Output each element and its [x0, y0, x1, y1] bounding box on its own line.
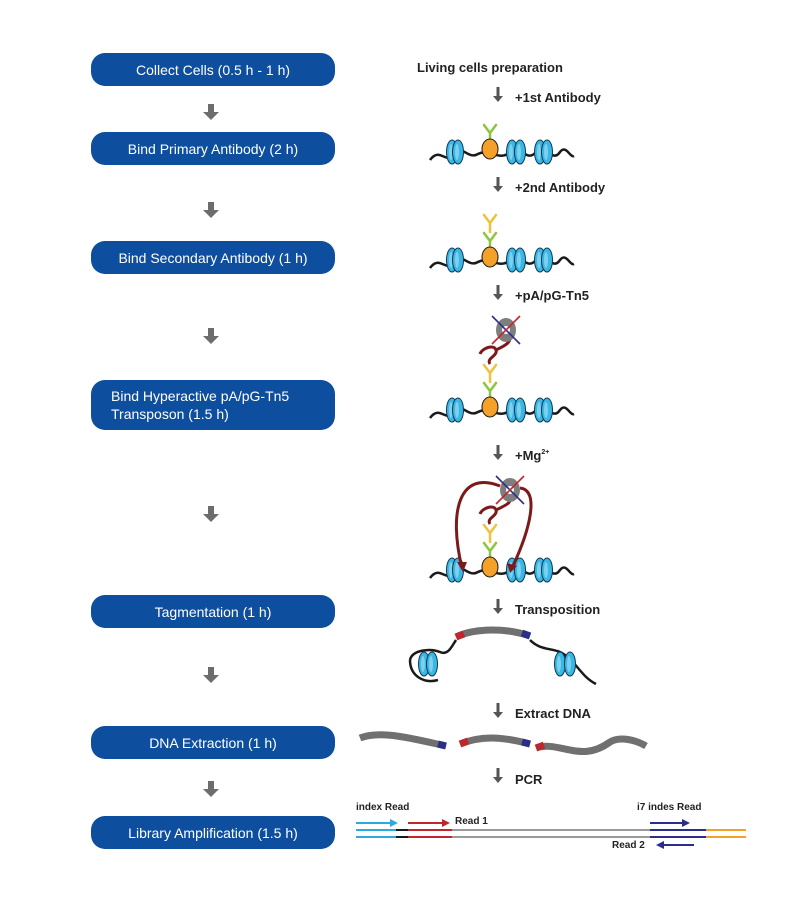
flow-arrow-icon	[203, 667, 219, 683]
flow-arrow-icon	[203, 328, 219, 344]
step-arrow-icon	[493, 87, 503, 102]
step-bind-secondary-antibody: Bind Secondary Antibody (1 h)	[91, 241, 335, 274]
extracted-dna	[358, 731, 648, 755]
step-tagmentation: Tagmentation (1 h)	[91, 595, 335, 628]
step-label: Bind Secondary Antibody (1 h)	[118, 249, 308, 266]
label-extract-dna: Extract DNA	[515, 706, 591, 721]
chromatin-tn5-bound	[428, 315, 576, 423]
step-label-line2: Transposon (1.5 h)	[111, 406, 229, 422]
flow-arrow-icon	[203, 202, 219, 218]
label-pcr: PCR	[515, 772, 543, 787]
label-second-antibody: +2nd Antibody	[515, 180, 606, 195]
step-arrow-icon	[493, 285, 503, 300]
step-label: Bind Primary Antibody (2 h)	[127, 140, 299, 157]
flow-arrow-icon	[203, 506, 219, 522]
step-dna-extraction: DNA Extraction (1 h)	[91, 726, 335, 759]
step-arrow-icon	[493, 177, 503, 192]
label-read2: Read 2	[612, 840, 645, 851]
step-label: Tagmentation (1 h)	[154, 603, 272, 620]
step-library-amplification: Library Amplification (1.5 h)	[91, 816, 335, 849]
label-index-read: index Read	[356, 802, 409, 813]
tagmented-dna	[408, 626, 597, 686]
step-arrow-icon	[493, 703, 503, 718]
chromatin-secondary-antibody	[428, 213, 576, 273]
flow-arrow-icon	[203, 781, 219, 797]
step-bind-tn5-transposon: Bind Hyperactive pA/pG-Tn5 Transposon (1…	[91, 380, 335, 430]
label-transposition: Transposition	[515, 602, 600, 617]
label-first-antibody: +1st Antibody	[515, 90, 602, 105]
step-arrow-icon	[493, 768, 503, 783]
label-i7-read: i7 indes Read	[637, 802, 701, 813]
label-tn5: +pA/pG-Tn5	[515, 288, 589, 303]
step-arrow-icon	[493, 599, 503, 614]
step-label: Library Amplification (1.5 h)	[128, 824, 298, 841]
library-construct: index Read i7 indes Read Read 1 Read 2	[356, 802, 746, 851]
label-read1: Read 1	[455, 816, 488, 827]
step-arrow-icon	[493, 445, 503, 460]
chromatin-mg-activation	[428, 475, 576, 583]
step-label: DNA Extraction (1 h)	[149, 734, 277, 751]
flow-arrow-icon	[203, 104, 219, 120]
label-mg: +Mg2+	[515, 448, 549, 463]
step-label-line1: Bind Hyperactive pA/pG-Tn5	[111, 388, 290, 404]
step-label: Collect Cells (0.5 h - 1 h)	[135, 61, 291, 78]
label-living-cells: Living cells preparation	[417, 60, 563, 75]
step-bind-primary-antibody: Bind Primary Antibody (2 h)	[91, 132, 335, 165]
step-collect-cells: Collect Cells (0.5 h - 1 h)	[91, 53, 335, 86]
chromatin-primary-antibody	[428, 123, 576, 165]
